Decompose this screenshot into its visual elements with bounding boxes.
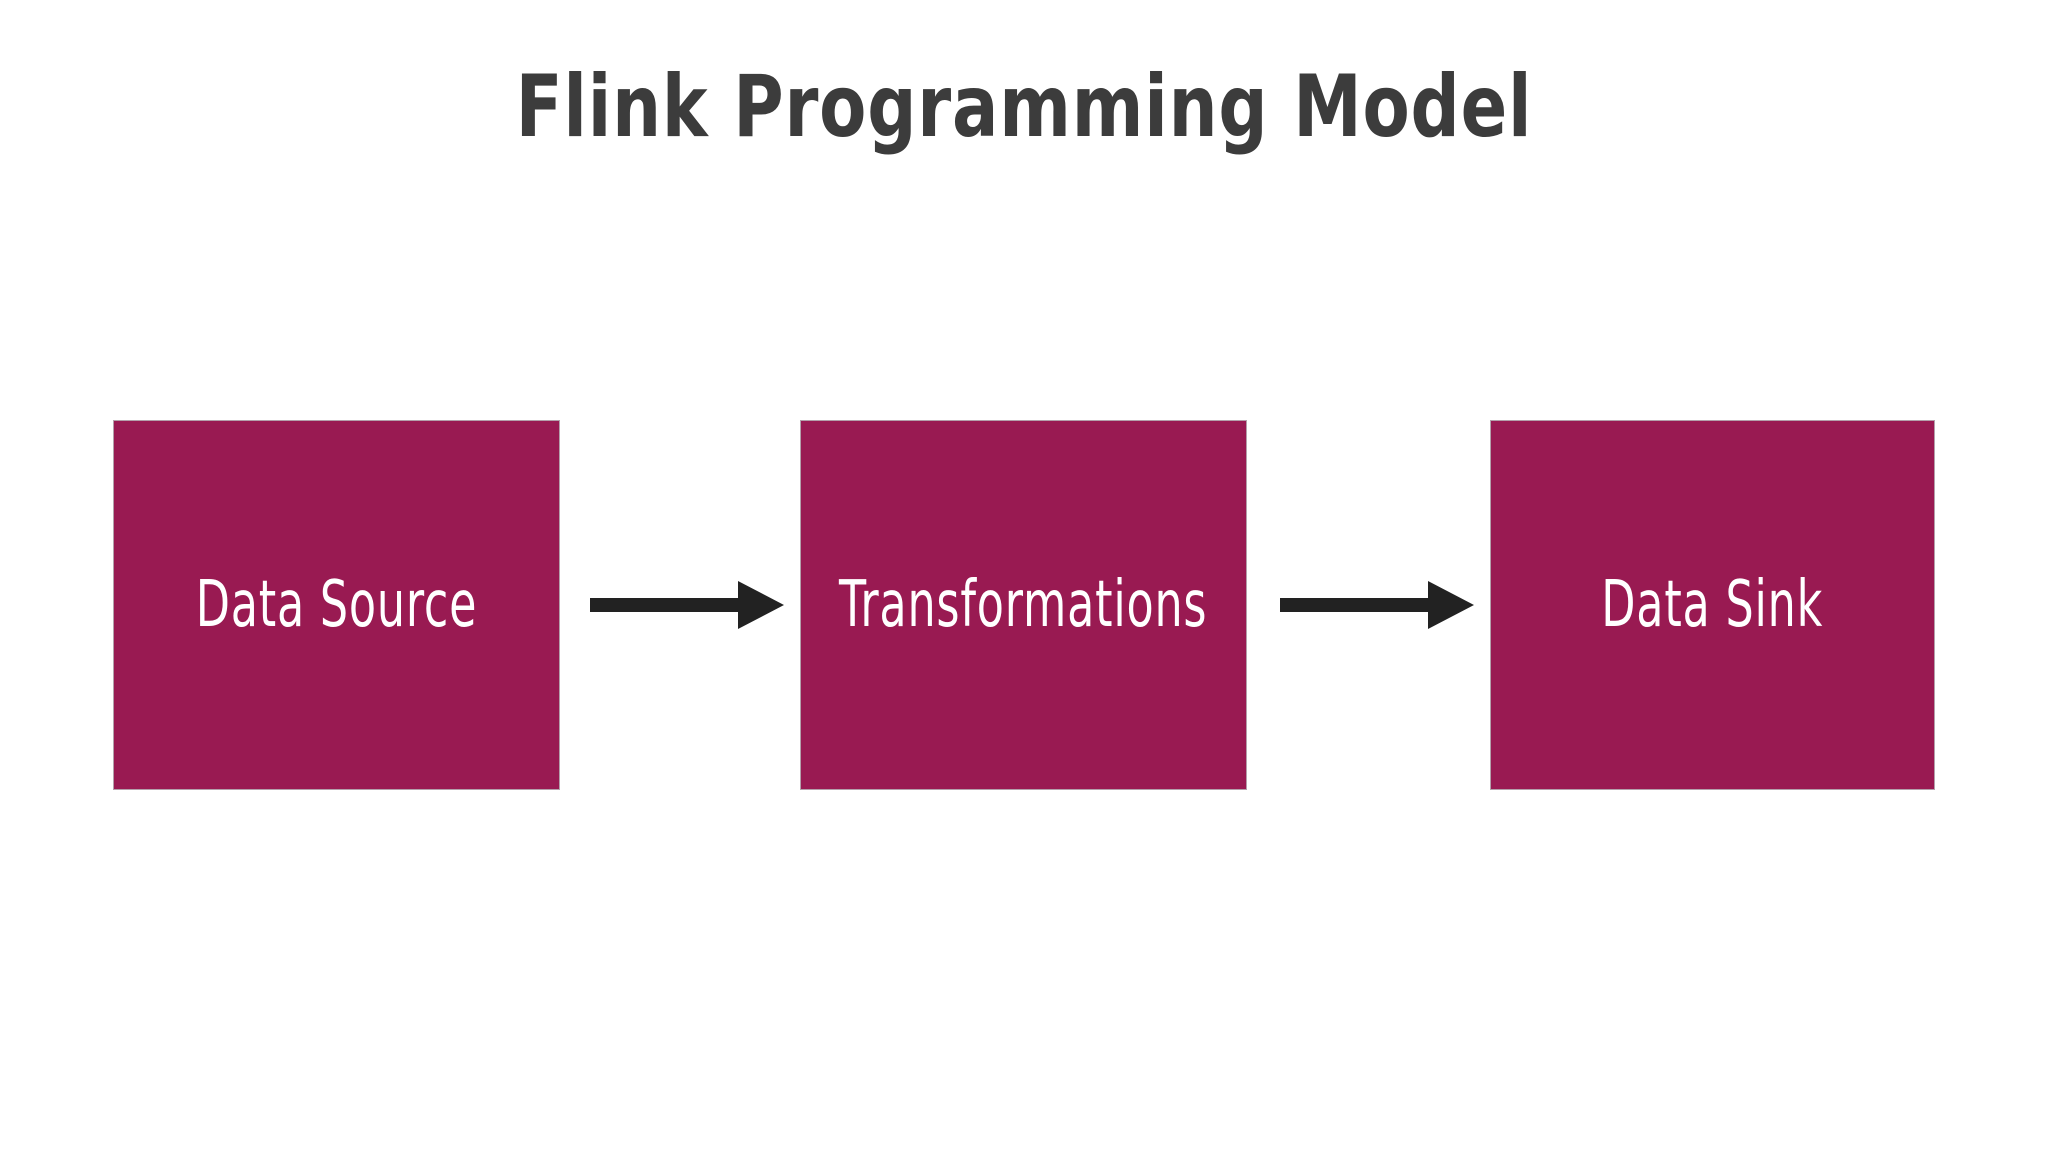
page-title: Flink Programming Model: [515, 57, 1533, 157]
node-data-sink[interactable]: Data Sink: [1490, 420, 1935, 790]
node-label-data-source: Data Source: [195, 567, 478, 642]
flow-diagram: Data Source Transformations Data Sink: [113, 420, 1935, 790]
node-label-transformations: Transformations: [839, 567, 1208, 642]
arrow-right-icon: [1280, 581, 1474, 629]
node-transformations[interactable]: Transformations: [800, 420, 1247, 790]
node-label-data-sink: Data Sink: [1601, 567, 1824, 642]
arrow-transformations-to-sink: [1280, 577, 1474, 633]
node-data-source[interactable]: Data Source: [113, 420, 560, 790]
arrow-right-icon: [590, 581, 784, 629]
arrow-source-to-transformations: [590, 577, 784, 633]
